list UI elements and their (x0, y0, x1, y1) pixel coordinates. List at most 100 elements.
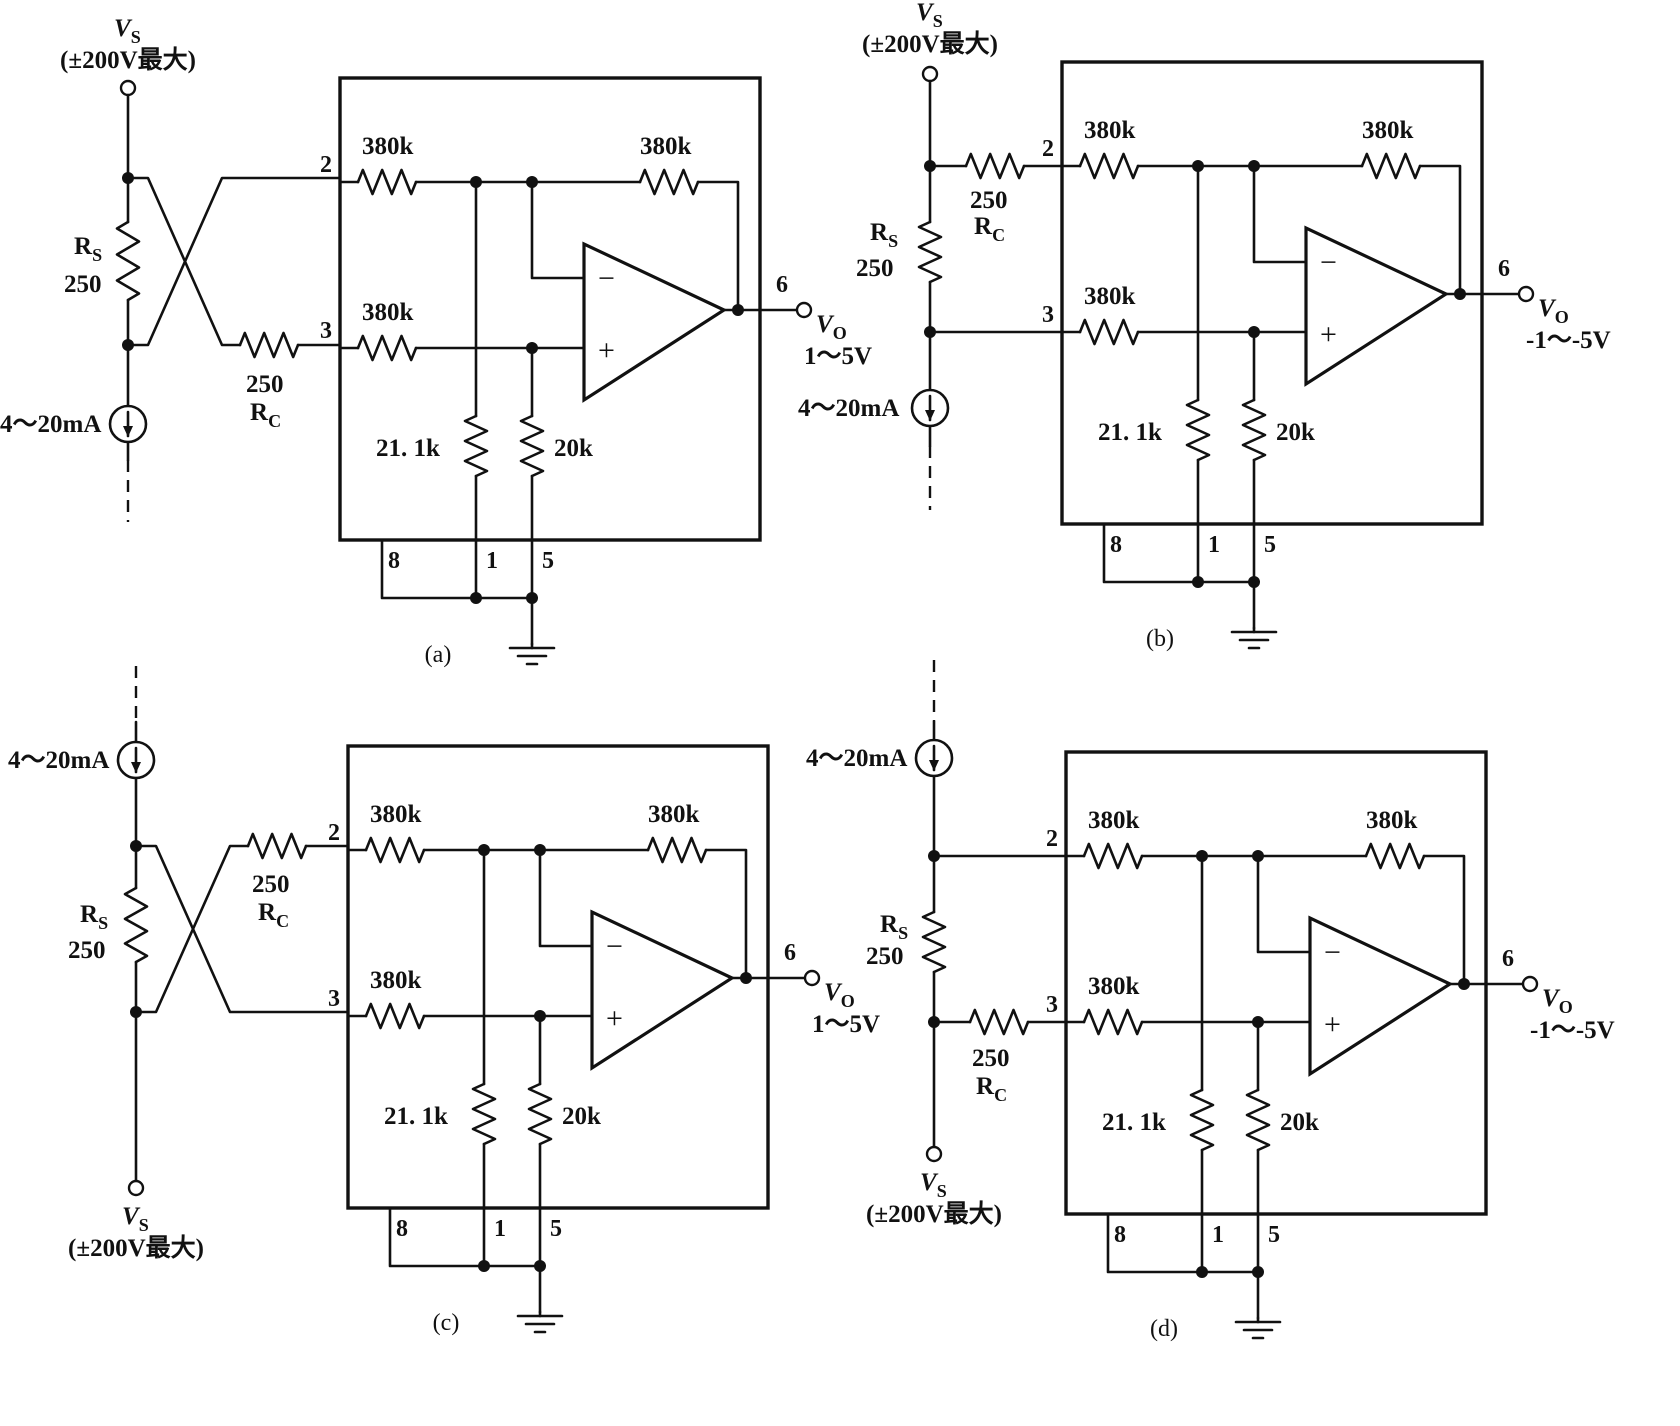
junction-dot (534, 844, 546, 856)
vs-terminal (925, 1145, 943, 1163)
vs-note: (±200V最大) (60, 46, 196, 74)
feedback-resistor (638, 168, 700, 196)
current-label: 4～20mA (0, 411, 101, 438)
divider-resistor-20k-label: 20k (562, 1103, 601, 1130)
divider-resistor-20k-label: 20k (554, 435, 593, 462)
pin-1-label: 1 (486, 548, 498, 574)
output-range: -1～-5V (1526, 327, 1611, 354)
junction-dot (740, 972, 752, 984)
op-amp-plus: + (1324, 1008, 1341, 1041)
rc-value: 250 (246, 371, 284, 398)
current-source (116, 740, 156, 780)
input-resistor-bottom (364, 1002, 426, 1030)
input-resistor-top (1078, 152, 1140, 180)
wire (1256, 854, 1312, 954)
divider-resistor-21k-label: 21. 1k (1102, 1109, 1166, 1136)
input-resistor-bottom (356, 334, 418, 362)
vo-label: VO (824, 979, 855, 1011)
rs-value: 250 (64, 271, 102, 298)
ground-symbol (1230, 626, 1278, 650)
output-range: 1～5V (804, 343, 872, 370)
rc-label: RC (258, 899, 289, 931)
input-resistor-bottom (1078, 318, 1140, 346)
wire (1252, 164, 1308, 264)
current-arrow-head (929, 760, 939, 771)
junction-dot (526, 176, 538, 188)
current-label: 4～20mA (806, 745, 907, 772)
pin-2-label: 2 (1046, 826, 1058, 852)
input-resistor-bottom-label: 380k (362, 299, 414, 326)
output-terminal (803, 969, 821, 987)
ground-symbol (1234, 1316, 1282, 1340)
pin-6-label: 6 (776, 272, 788, 298)
feedback-resistor (1360, 152, 1422, 180)
feedback-resistor-label: 380k (648, 801, 700, 828)
sense-resistor (115, 220, 141, 302)
current-source (108, 404, 148, 444)
panel-caption: (a) (425, 642, 452, 668)
op-amp (582, 241, 728, 403)
pin-6-label: 6 (1498, 256, 1510, 282)
wire (530, 180, 586, 280)
pin-5-label: 5 (542, 548, 554, 574)
pin-2-label: 2 (328, 820, 340, 846)
input-resistor-top (364, 836, 426, 864)
pin-8-label: 8 (396, 1216, 408, 1242)
sense-resistor (921, 910, 947, 974)
comp-resistor (968, 1008, 1030, 1036)
vs-note: (±200V最大) (862, 30, 998, 58)
wire (388, 1206, 542, 1268)
ground-symbol (516, 1310, 564, 1334)
divider-resistor-21k-label: 21. 1k (376, 435, 440, 462)
pin-1-label: 1 (1212, 1222, 1224, 1248)
pin-6-label: 6 (784, 940, 796, 966)
sense-resistor (123, 886, 149, 964)
divider-resistor-20k (527, 1082, 553, 1146)
pin-3-label: 3 (320, 318, 332, 344)
divider-resistor-21k (1185, 398, 1211, 462)
input-resistor-top-label: 380k (362, 133, 414, 160)
divider-resistor-20k (519, 414, 545, 478)
pin-3-label: 3 (328, 986, 340, 1012)
current-arrow-head (123, 426, 133, 437)
input-resistor-bottom-label: 380k (370, 967, 422, 994)
feedback-resistor-label: 380k (1366, 807, 1418, 834)
op-amp (1304, 225, 1450, 387)
vs-label: VS (122, 1203, 149, 1235)
comp-resistor (238, 331, 300, 359)
output-terminal (1517, 285, 1535, 303)
wire (1418, 164, 1462, 296)
junction-dot (1454, 288, 1466, 300)
junction-dot (1458, 978, 1470, 990)
pin-5-label: 5 (1264, 532, 1276, 558)
vo-label: VO (1542, 985, 1573, 1017)
rc-label: RC (976, 1073, 1007, 1105)
pin-2-label: 2 (1042, 136, 1054, 162)
rs-value: 250 (68, 937, 106, 964)
wire (126, 176, 342, 347)
wire (380, 538, 534, 600)
panel-caption: (c) (433, 1310, 460, 1336)
pin-8-label: 8 (1114, 1222, 1126, 1248)
feedback-resistor-label: 380k (1362, 117, 1414, 144)
comp-resistor (246, 832, 308, 860)
vo-label: VO (816, 311, 847, 343)
input-resistor-bottom-label: 380k (1088, 973, 1140, 1000)
vs-note: (±200V最大) (68, 1234, 204, 1262)
junction-dot (1248, 160, 1260, 172)
vs-terminal (119, 79, 137, 97)
divider-resistor-20k (1241, 398, 1267, 462)
divider-resistor-20k-label: 20k (1276, 419, 1315, 446)
vs-label: VS (916, 0, 943, 31)
wire (538, 848, 594, 948)
pin-8-label: 8 (388, 548, 400, 574)
op-amp-minus: − (1324, 936, 1341, 969)
input-resistor-top (356, 168, 418, 196)
divider-resistor-20k (1245, 1088, 1271, 1152)
op-amp (590, 909, 736, 1071)
op-amp-minus: − (1320, 246, 1337, 279)
pin-1-label: 1 (494, 1216, 506, 1242)
